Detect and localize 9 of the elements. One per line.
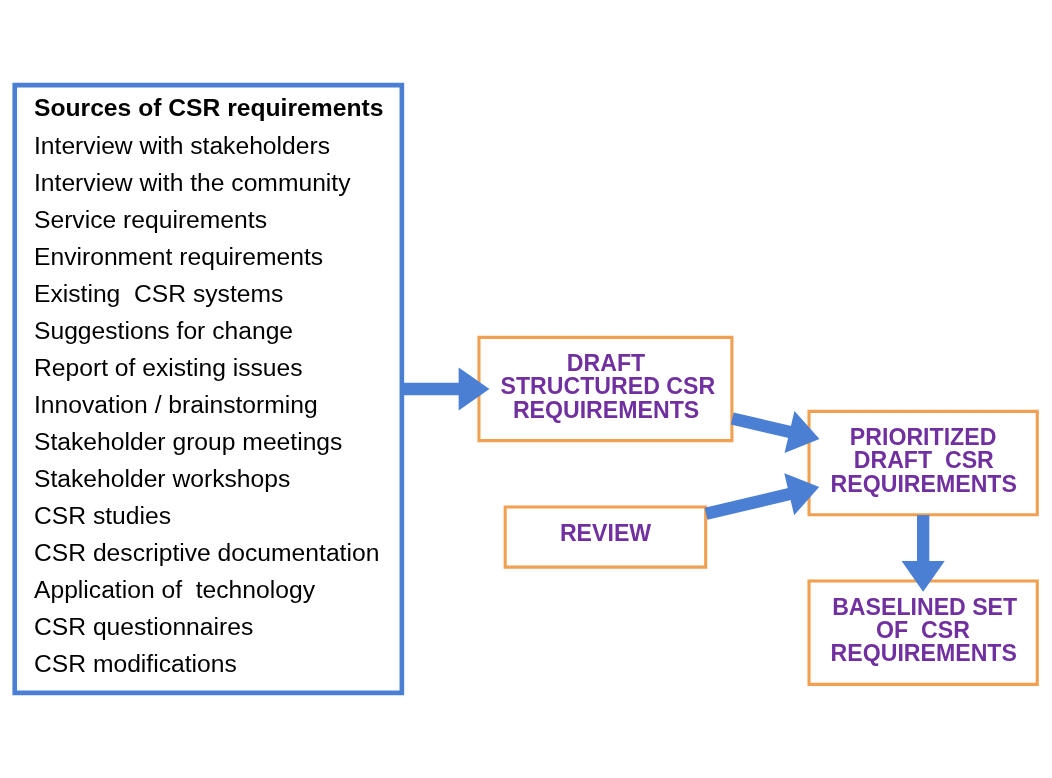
arrow xyxy=(901,515,945,592)
node-box: PRIORITIZED DRAFT CSR REQUIREMENTS xyxy=(807,409,1039,517)
arrow xyxy=(730,410,820,453)
arrow xyxy=(402,367,490,411)
node-box: BASELINED SET OF CSR REQUIREMENTS xyxy=(807,579,1039,686)
node-box: REVIEW xyxy=(503,505,708,569)
node-box: Sources of CSR requirements Interview with stakeholders Interview with the community Service requirements Environment requirements Existing CSR systems Suggestions for change Report of existing issues Innovation / brainstorming Stakeholder group meetings Stakeholder workshops CSR studies CSR descriptive documentation Application of technology CSR questionnaires CSR modifications xyxy=(12,82,405,696)
node-box: DRAFT STRUCTURED CSR REQUIREMENTS xyxy=(477,335,734,443)
arrow xyxy=(704,473,820,520)
